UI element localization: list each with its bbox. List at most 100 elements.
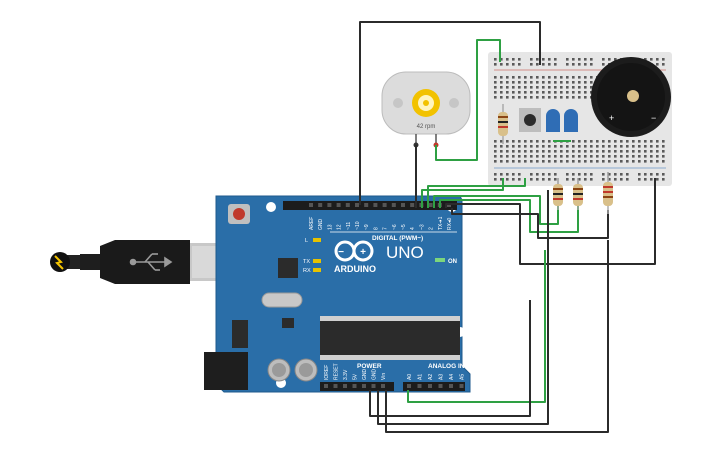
breadboard-hole[interactable] — [578, 178, 581, 181]
breadboard-hole[interactable] — [584, 96, 587, 99]
breadboard-hole[interactable] — [548, 63, 551, 66]
breadboard-hole[interactable] — [524, 76, 527, 79]
breadboard-hole[interactable] — [572, 81, 575, 84]
breadboard-hole[interactable] — [518, 86, 521, 89]
breadboard-hole[interactable] — [572, 160, 575, 163]
breadboard-hole[interactable] — [548, 178, 551, 181]
breadboard-hole[interactable] — [566, 58, 569, 61]
breadboard-hole[interactable] — [542, 160, 545, 163]
pushbutton[interactable] — [519, 108, 541, 132]
breadboard-hole[interactable] — [572, 91, 575, 94]
breadboard-hole[interactable] — [536, 76, 539, 79]
breadboard-hole[interactable] — [566, 81, 569, 84]
breadboard-hole[interactable] — [530, 96, 533, 99]
breadboard-hole[interactable] — [566, 96, 569, 99]
breadboard-hole[interactable] — [566, 155, 569, 158]
breadboard-hole[interactable] — [524, 81, 527, 84]
breadboard-hole[interactable] — [596, 160, 599, 163]
breadboard-hole[interactable] — [560, 150, 563, 153]
breadboard-hole[interactable] — [518, 91, 521, 94]
breadboard-hole[interactable] — [584, 140, 587, 143]
breadboard-hole[interactable] — [614, 58, 617, 61]
breadboard-hole[interactable] — [542, 173, 545, 176]
breadboard-hole[interactable] — [536, 58, 539, 61]
breadboard-hole[interactable] — [578, 155, 581, 158]
breadboard-hole[interactable] — [560, 81, 563, 84]
breadboard-hole[interactable] — [608, 173, 611, 176]
breadboard-hole[interactable] — [530, 145, 533, 148]
breadboard-hole[interactable] — [638, 150, 641, 153]
breadboard-hole[interactable] — [494, 91, 497, 94]
breadboard-hole[interactable] — [518, 63, 521, 66]
breadboard-hole[interactable] — [662, 140, 665, 143]
breadboard-hole[interactable] — [560, 91, 563, 94]
breadboard-hole[interactable] — [548, 173, 551, 176]
breadboard-hole[interactable] — [644, 173, 647, 176]
breadboard-hole[interactable] — [608, 58, 611, 61]
breadboard-hole[interactable] — [518, 140, 521, 143]
breadboard-hole[interactable] — [548, 145, 551, 148]
breadboard-hole[interactable] — [506, 58, 509, 61]
breadboard-hole[interactable] — [542, 63, 545, 66]
breadboard-hole[interactable] — [626, 178, 629, 181]
breadboard-hole[interactable] — [494, 76, 497, 79]
breadboard-hole[interactable] — [590, 140, 593, 143]
led-blue-2[interactable] — [564, 109, 578, 132]
breadboard-hole[interactable] — [512, 155, 515, 158]
breadboard-hole[interactable] — [584, 76, 587, 79]
breadboard-hole[interactable] — [602, 150, 605, 153]
breadboard-hole[interactable] — [632, 140, 635, 143]
breadboard-hole[interactable] — [530, 58, 533, 61]
breadboard-hole[interactable] — [608, 145, 611, 148]
breadboard-hole[interactable] — [572, 173, 575, 176]
breadboard-hole[interactable] — [530, 160, 533, 163]
breadboard-hole[interactable] — [524, 140, 527, 143]
breadboard-hole[interactable] — [644, 178, 647, 181]
breadboard-hole[interactable] — [542, 91, 545, 94]
breadboard-hole[interactable] — [494, 178, 497, 181]
breadboard-hole[interactable] — [638, 173, 641, 176]
breadboard-hole[interactable] — [536, 140, 539, 143]
breadboard-hole[interactable] — [656, 145, 659, 148]
breadboard-hole[interactable] — [662, 63, 665, 66]
breadboard-hole[interactable] — [602, 155, 605, 158]
breadboard-hole[interactable] — [662, 178, 665, 181]
breadboard-hole[interactable] — [512, 76, 515, 79]
breadboard-hole[interactable] — [566, 145, 569, 148]
breadboard-hole[interactable] — [590, 178, 593, 181]
breadboard-hole[interactable] — [662, 155, 665, 158]
breadboard-hole[interactable] — [500, 178, 503, 181]
breadboard-hole[interactable] — [530, 155, 533, 158]
breadboard-hole[interactable] — [650, 58, 653, 61]
breadboard-hole[interactable] — [638, 178, 641, 181]
breadboard-hole[interactable] — [572, 145, 575, 148]
breadboard-hole[interactable] — [536, 81, 539, 84]
breadboard-hole[interactable] — [512, 160, 515, 163]
breadboard-hole[interactable] — [626, 150, 629, 153]
breadboard-hole[interactable] — [614, 160, 617, 163]
breadboard-hole[interactable] — [584, 86, 587, 89]
breadboard-hole[interactable] — [650, 155, 653, 158]
breadboard-hole[interactable] — [566, 76, 569, 79]
breadboard-hole[interactable] — [566, 86, 569, 89]
breadboard-hole[interactable] — [512, 63, 515, 66]
breadboard-hole[interactable] — [608, 150, 611, 153]
breadboard-hole[interactable] — [590, 155, 593, 158]
breadboard-hole[interactable] — [662, 173, 665, 176]
breadboard-hole[interactable] — [578, 173, 581, 176]
breadboard-hole[interactable] — [590, 63, 593, 66]
breadboard-hole[interactable] — [536, 160, 539, 163]
reset-button[interactable] — [228, 204, 250, 224]
breadboard-hole[interactable] — [620, 140, 623, 143]
breadboard-hole[interactable] — [512, 91, 515, 94]
breadboard-hole[interactable] — [554, 63, 557, 66]
breadboard-hole[interactable] — [602, 145, 605, 148]
breadboard-hole[interactable] — [512, 145, 515, 148]
breadboard-hole[interactable] — [542, 140, 545, 143]
breadboard-hole[interactable] — [572, 96, 575, 99]
breadboard-hole[interactable] — [500, 150, 503, 153]
breadboard-hole[interactable] — [590, 160, 593, 163]
breadboard-hole[interactable] — [590, 58, 593, 61]
breadboard-hole[interactable] — [518, 58, 521, 61]
breadboard-hole[interactable] — [554, 96, 557, 99]
